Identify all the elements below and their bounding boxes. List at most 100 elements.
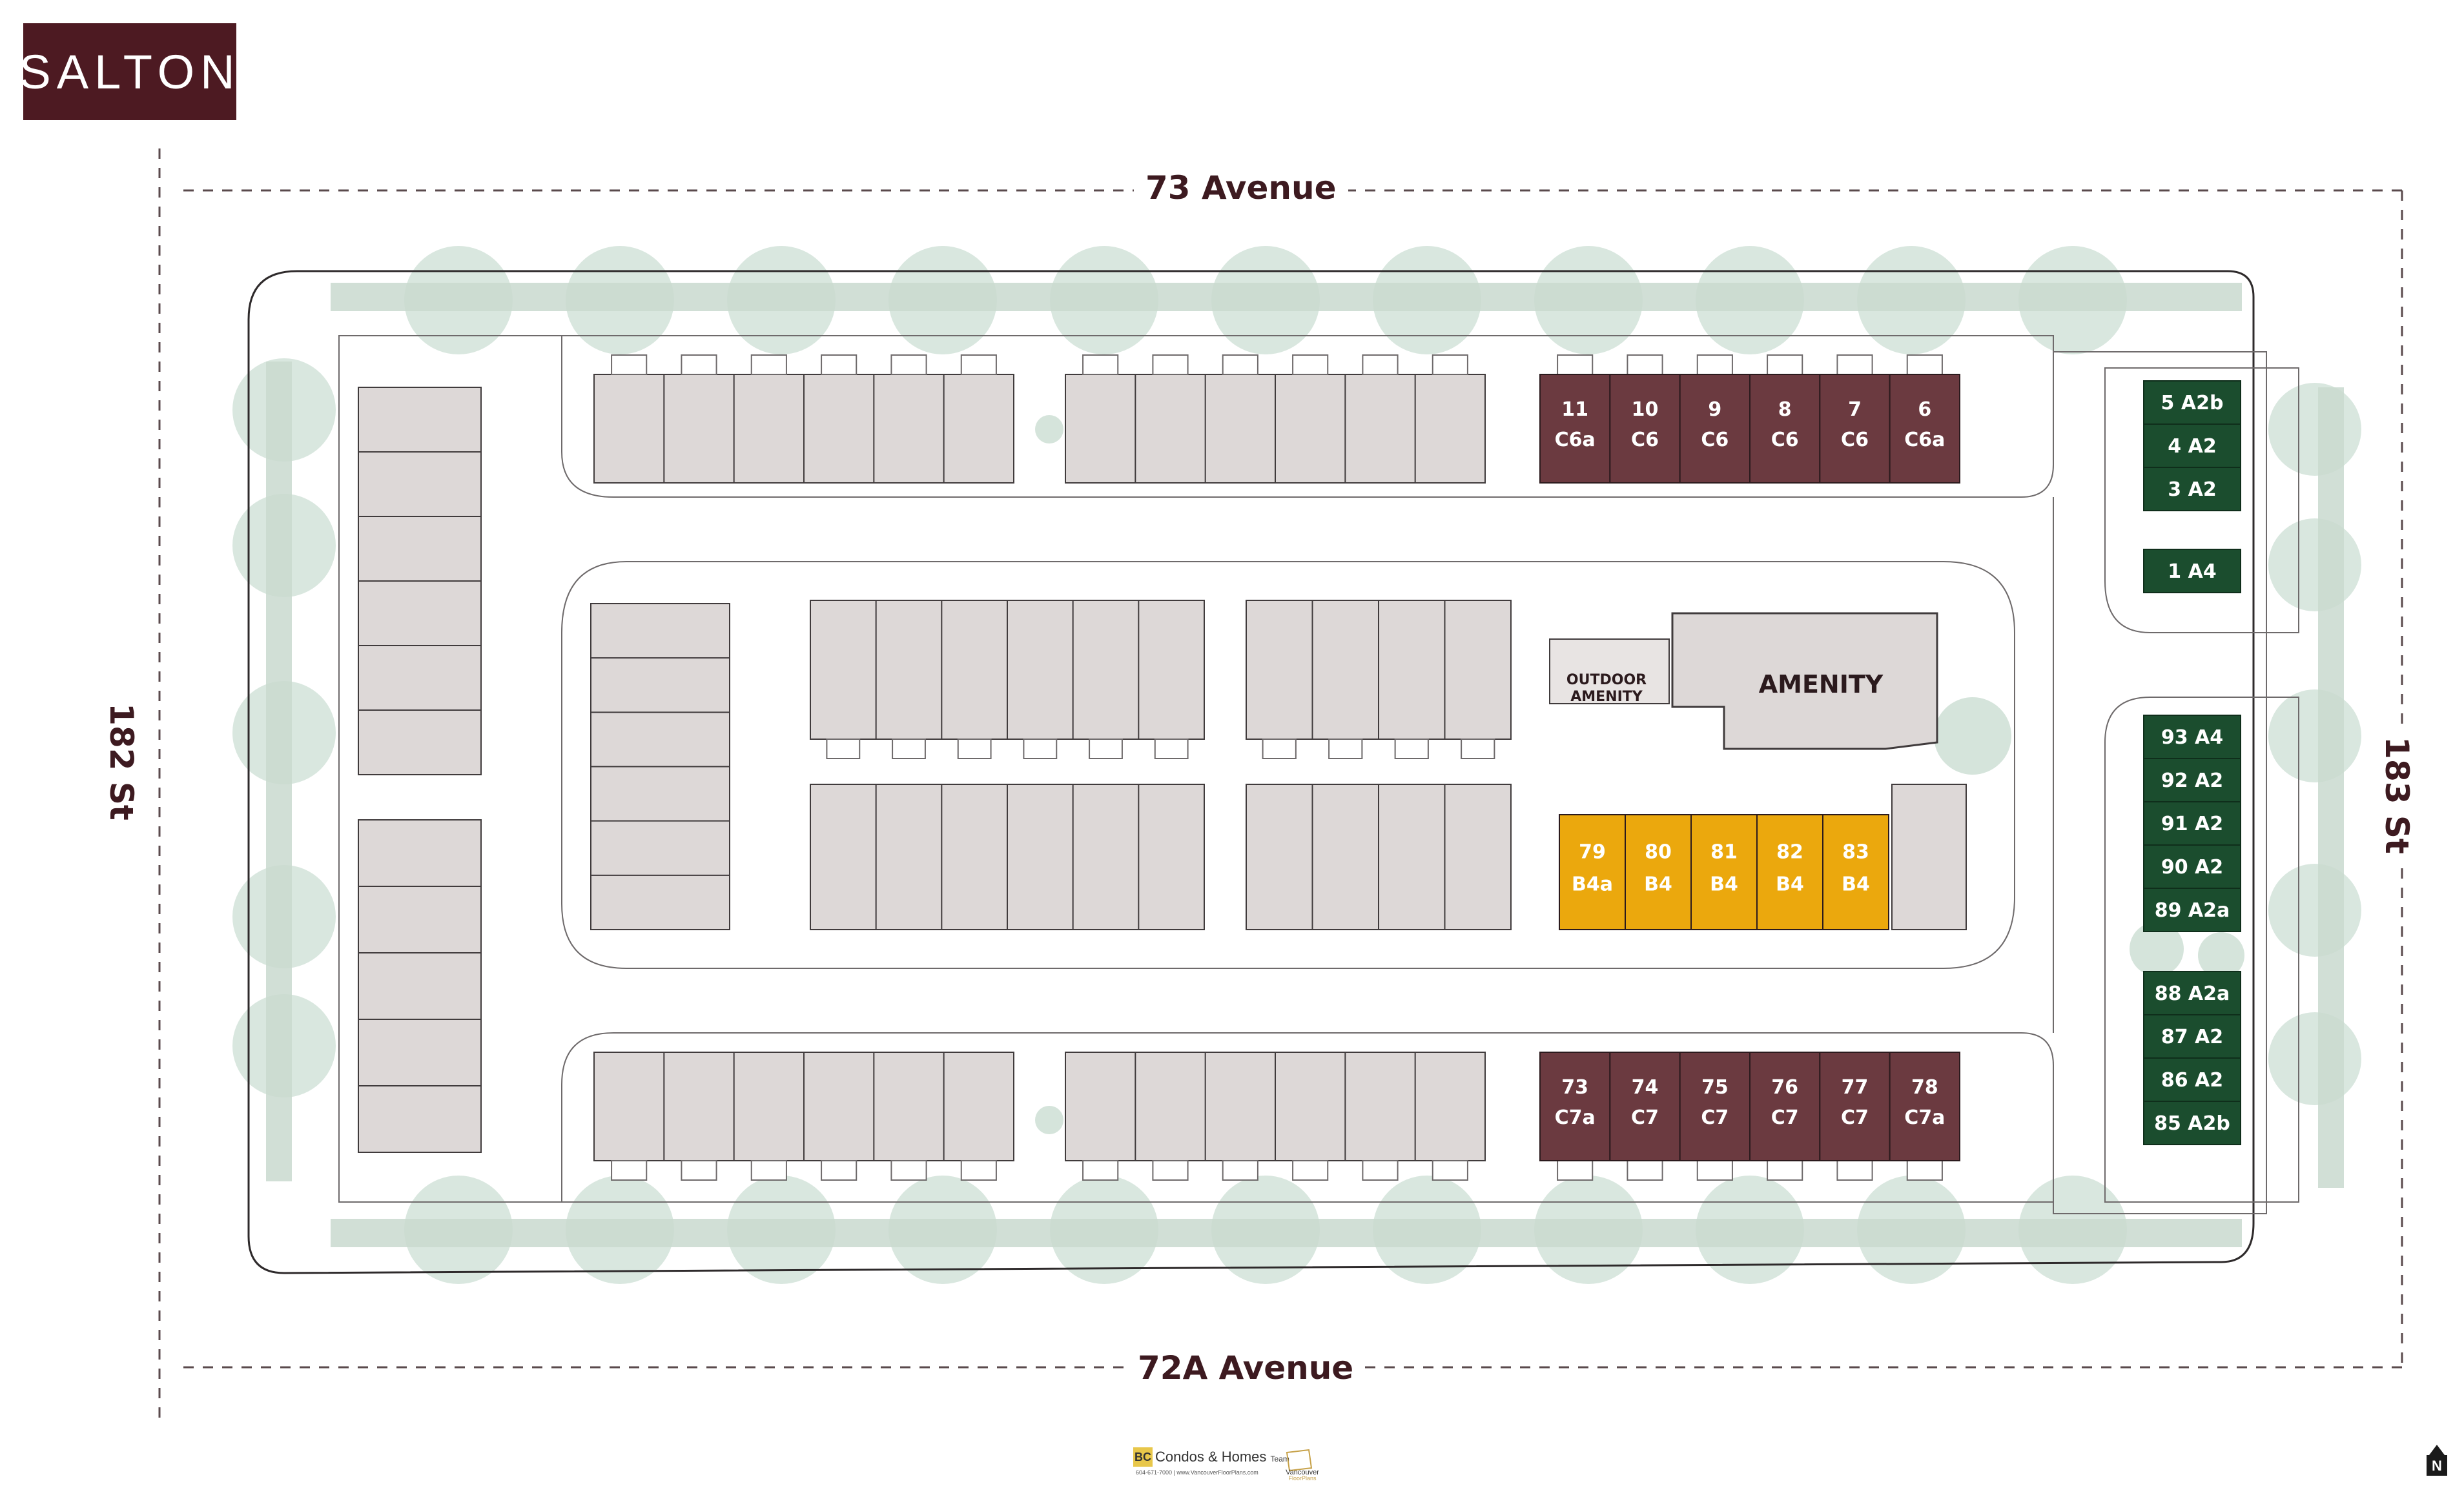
center_row-unit bbox=[1625, 814, 1692, 930]
east-unit bbox=[2143, 467, 2241, 511]
east-unit-label: 88 A2a bbox=[2155, 983, 2230, 1005]
street-label-west: 182 St bbox=[103, 691, 140, 832]
unit-type-label: C6a bbox=[1555, 429, 1596, 451]
unit-type-label: C6 bbox=[1631, 429, 1659, 451]
east-unit-label: 86 A2 bbox=[2161, 1069, 2223, 1092]
porch bbox=[1906, 1160, 1943, 1181]
east-unit bbox=[2143, 423, 2241, 468]
porch bbox=[960, 354, 997, 375]
porch bbox=[1152, 1160, 1189, 1181]
porch bbox=[1432, 1160, 1468, 1181]
porch bbox=[1432, 354, 1468, 375]
center_row-unit bbox=[1822, 814, 1889, 930]
east-unit-label: 91 A2 bbox=[2161, 813, 2223, 835]
east-unit bbox=[2143, 801, 2241, 846]
sidewalk-south bbox=[331, 1219, 2242, 1247]
sidewalk-north bbox=[331, 283, 2242, 311]
building-north-1 bbox=[593, 374, 1014, 484]
south_row-unit bbox=[1609, 1052, 1681, 1161]
unit-number-label: 81 bbox=[1710, 841, 1738, 864]
outdoor-amenity-label: OUTDOOR bbox=[1566, 672, 1647, 688]
building-center-east-end bbox=[1891, 784, 1967, 930]
east-unit-label: 89 A2a bbox=[2155, 899, 2230, 922]
porch bbox=[1262, 739, 1297, 759]
porch bbox=[1328, 739, 1363, 759]
building-north-2 bbox=[1065, 374, 1486, 484]
unit-number-label: 82 bbox=[1776, 841, 1803, 864]
porch bbox=[1222, 354, 1258, 375]
tree bbox=[2268, 689, 2361, 782]
south_row-unit bbox=[1889, 1052, 1961, 1161]
porch bbox=[611, 354, 648, 375]
south_row-unit bbox=[1749, 1052, 1821, 1161]
site-boundary bbox=[247, 270, 2255, 1274]
outdoor-amenity-area bbox=[1549, 638, 1670, 704]
unit-number-label: 10 bbox=[1632, 398, 1659, 421]
porch bbox=[960, 1160, 997, 1181]
unit-number-label: 74 bbox=[1632, 1076, 1659, 1099]
building-center-ne bbox=[1246, 600, 1512, 740]
salton-logo: SALTON bbox=[19, 23, 236, 120]
north_row-unit bbox=[1749, 374, 1821, 484]
unit-type-label: C7 bbox=[1771, 1106, 1799, 1129]
unit-number-label: 80 bbox=[1645, 841, 1672, 864]
porch bbox=[1154, 739, 1189, 759]
tree bbox=[1035, 415, 1063, 443]
east-unit-label: 90 A2 bbox=[2161, 856, 2223, 879]
tree bbox=[2268, 518, 2361, 611]
east-unit-label: 3 A2 bbox=[2168, 478, 2216, 501]
porch bbox=[1557, 1160, 1594, 1181]
porch bbox=[1696, 1160, 1733, 1181]
unit-number-label: 75 bbox=[1701, 1076, 1729, 1099]
porch bbox=[1627, 1160, 1663, 1181]
building-center-nw bbox=[810, 600, 1205, 740]
porch bbox=[1292, 354, 1329, 375]
porch bbox=[1362, 354, 1399, 375]
porch bbox=[1906, 354, 1943, 375]
unit-type-label: C7a bbox=[1555, 1106, 1596, 1129]
unit-type-label: C7 bbox=[1841, 1106, 1869, 1129]
east-unit-label: 92 A2 bbox=[2161, 769, 2223, 792]
east-unit-label: 5 A2b bbox=[2161, 392, 2224, 414]
street-label-east: 183 St bbox=[2378, 725, 2416, 866]
east-unit-label: 93 A4 bbox=[2161, 726, 2223, 749]
tree bbox=[1035, 1106, 1063, 1134]
porch bbox=[1836, 354, 1873, 375]
porch bbox=[1089, 739, 1123, 759]
east-unit bbox=[2143, 1014, 2241, 1059]
credits-badge: BC bbox=[1133, 1447, 1153, 1467]
unit-type-label: B4 bbox=[1644, 873, 1672, 895]
building-center-se bbox=[1246, 784, 1512, 930]
building-west-2 bbox=[358, 819, 482, 1153]
east-pod-south bbox=[2104, 697, 2299, 1203]
north-drive-edge bbox=[561, 336, 2054, 498]
center_row-unit bbox=[1756, 814, 1823, 930]
unit-type-label: B4 bbox=[1842, 873, 1870, 895]
sidewalk-west bbox=[266, 362, 292, 1181]
unit-type-label: C6 bbox=[1841, 429, 1869, 451]
amenity-building bbox=[1671, 612, 1938, 750]
building-south-2 bbox=[1065, 1052, 1486, 1161]
unit-number-label: 78 bbox=[1911, 1076, 1938, 1099]
unit-number-label: 83 bbox=[1842, 841, 1869, 864]
vfp-line-1: Vancouver bbox=[1286, 1469, 1319, 1476]
east-unit bbox=[2143, 549, 2241, 593]
unit-type-label: C7a bbox=[1904, 1106, 1945, 1129]
east-unit bbox=[2143, 1057, 2241, 1102]
porch bbox=[1023, 739, 1058, 759]
unit-number-label: 73 bbox=[1561, 1076, 1588, 1099]
porch bbox=[1627, 354, 1663, 375]
east-unit-label: 87 A2 bbox=[2161, 1026, 2223, 1048]
porch bbox=[821, 1160, 857, 1181]
north_row-unit bbox=[1679, 374, 1751, 484]
east-unit bbox=[2143, 971, 2241, 1015]
porch bbox=[821, 354, 857, 375]
north_row-unit bbox=[1539, 374, 1611, 484]
unit-number-label: 76 bbox=[1771, 1076, 1798, 1099]
vancouver-floorplans-logo: Vancouver FloorPlans bbox=[1286, 1449, 1319, 1481]
tree bbox=[1934, 697, 2011, 775]
tree bbox=[2198, 932, 2244, 979]
building-center-west bbox=[590, 603, 730, 930]
porch bbox=[750, 354, 787, 375]
